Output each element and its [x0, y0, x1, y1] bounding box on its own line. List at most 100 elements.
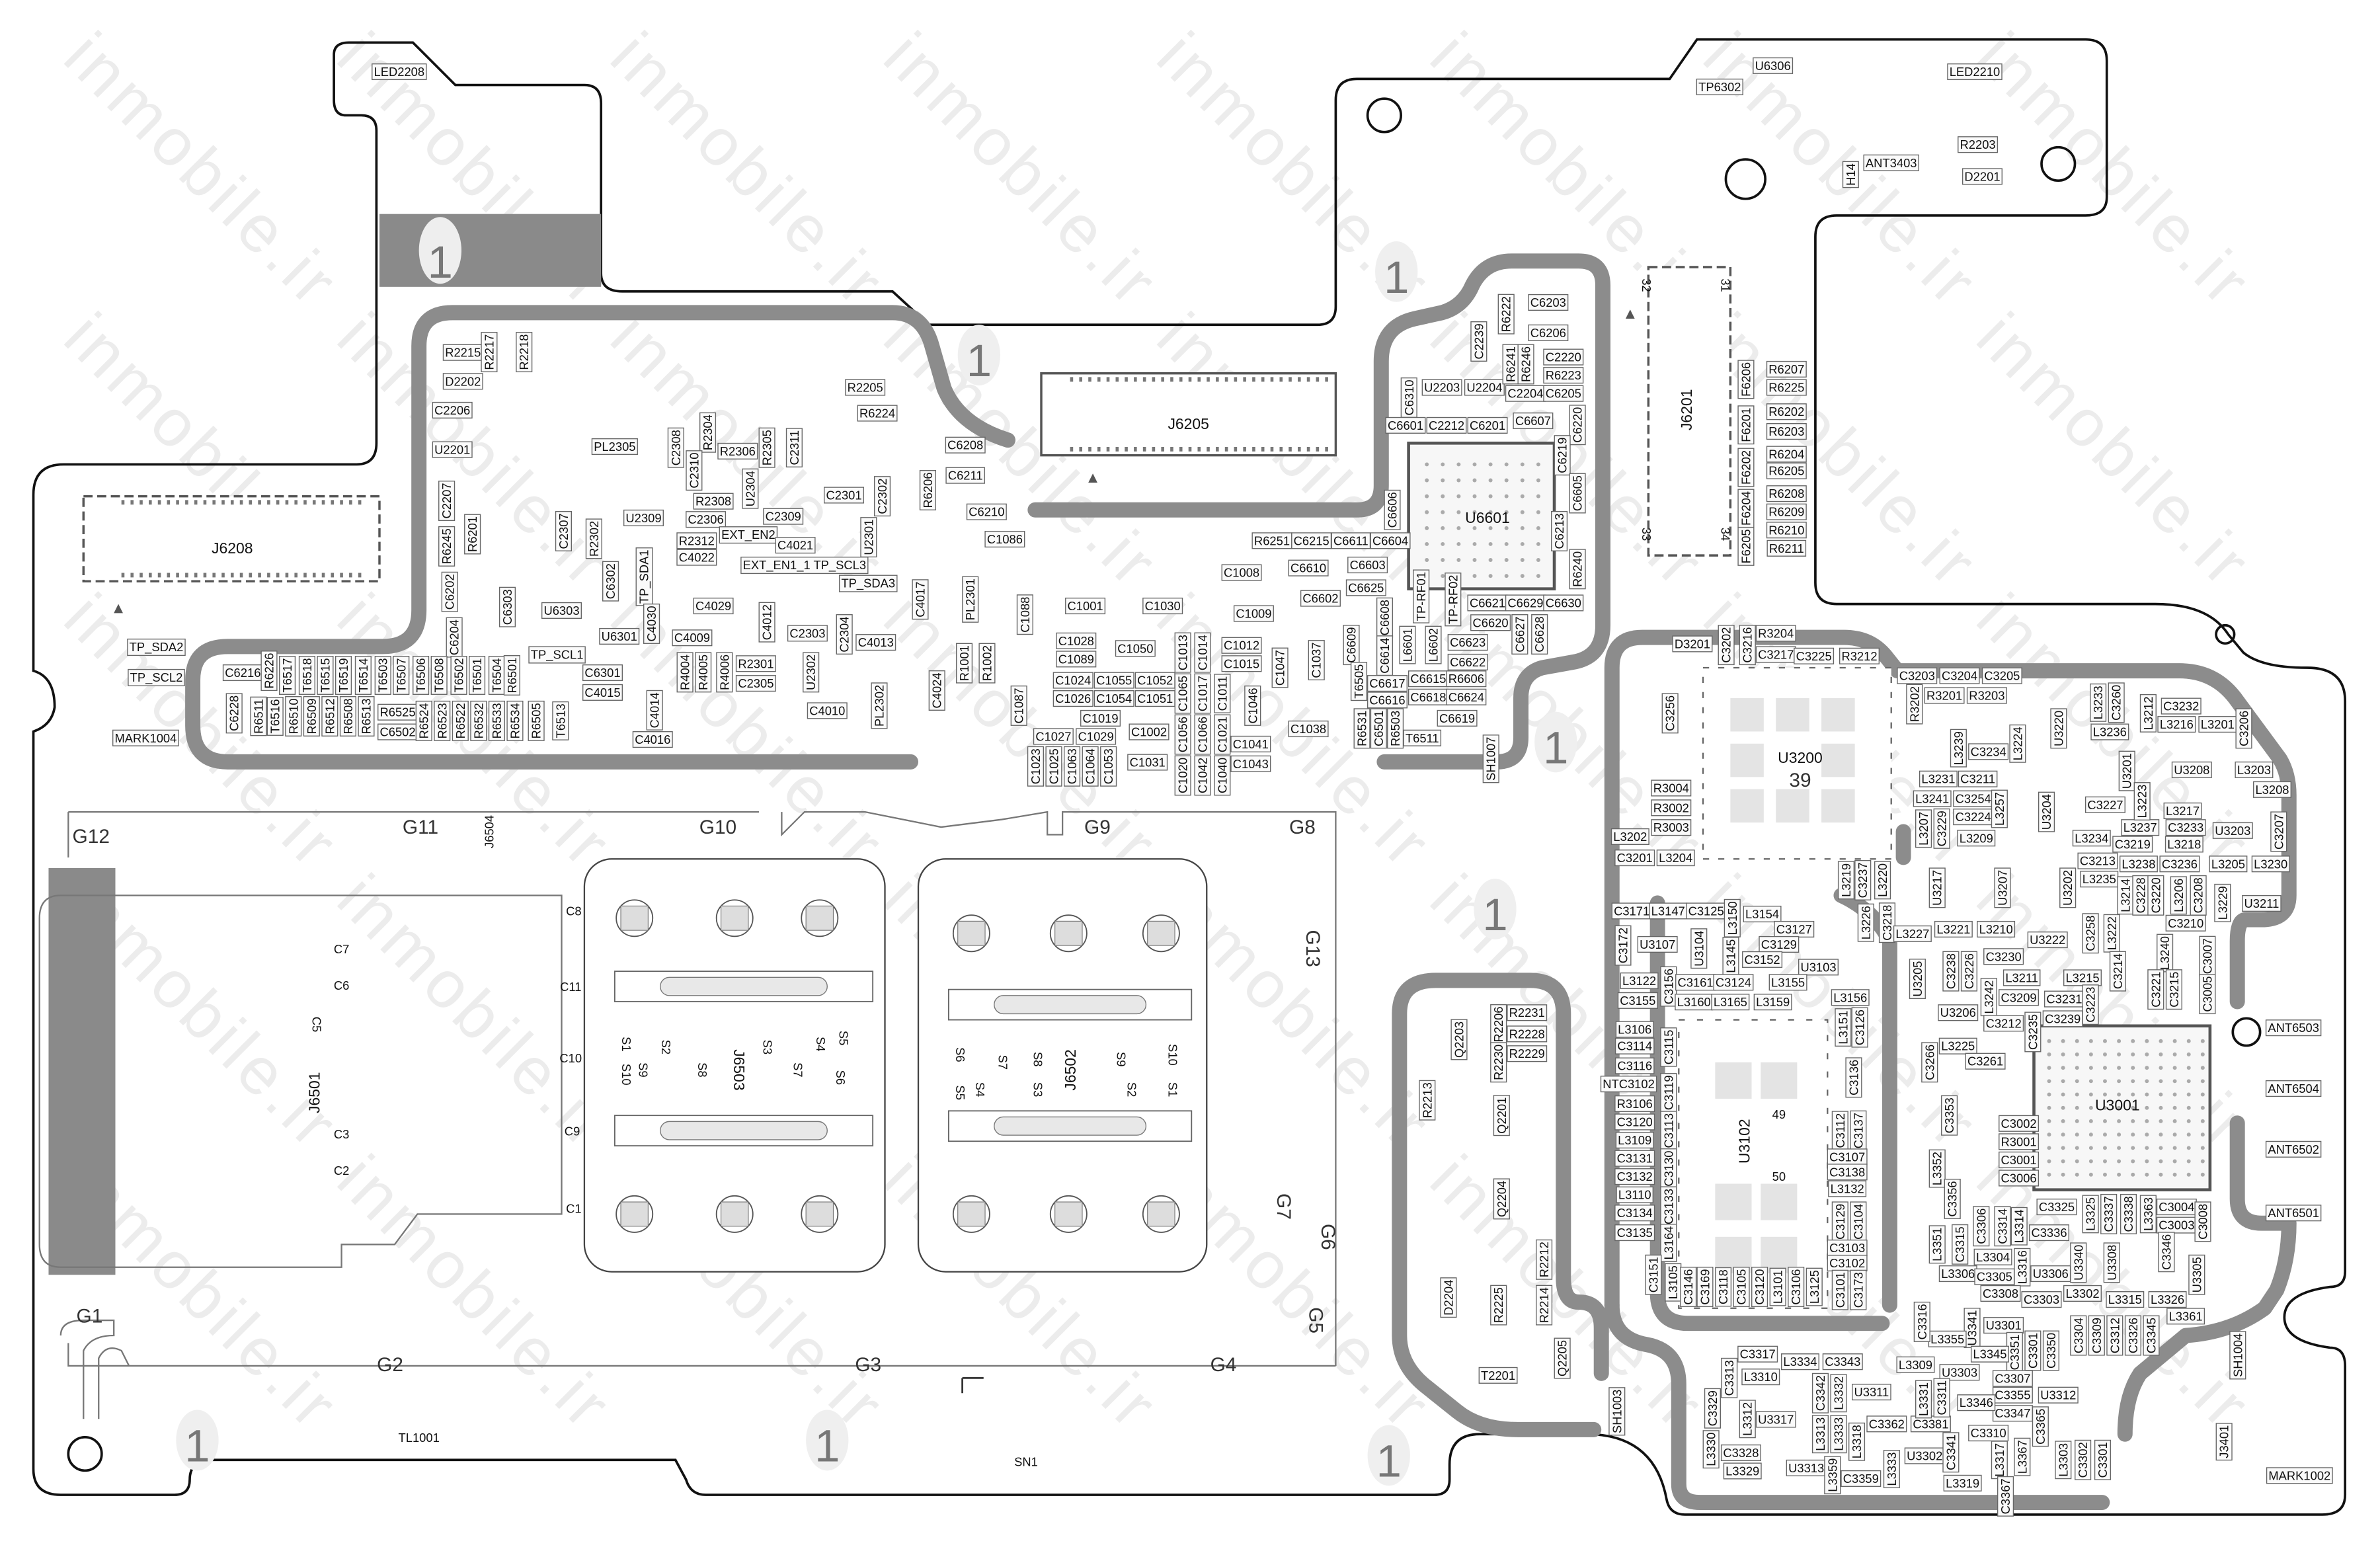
component: C3133: [1660, 1186, 1677, 1227]
component-outline: [2164, 836, 2203, 853]
component-ref-label: ANT6502: [2268, 1142, 2319, 1156]
component: L3310: [1741, 1369, 1780, 1386]
component-outline: [1938, 1037, 1977, 1054]
component-ref-label: C6210: [969, 505, 1004, 519]
component: C1041: [1230, 735, 1271, 752]
component-ref-label: L3207: [1917, 812, 1930, 846]
component-ref-label: C6618: [1410, 690, 1446, 704]
component-outline: [354, 656, 372, 695]
component-outline: [1554, 1337, 1571, 1379]
component-ref-label: R6226: [262, 653, 276, 689]
component-outline: [1742, 951, 1783, 968]
component-ref-label: C1020: [1176, 758, 1190, 793]
component-outline: [1543, 367, 1584, 384]
component: L3215: [2063, 969, 2102, 986]
component-ref-label: L3221: [1936, 922, 1970, 936]
component-ref-label: ANT6501: [2268, 1206, 2319, 1220]
component-ref-label: C1053: [1101, 748, 1115, 784]
component-outline: [2120, 1193, 2137, 1234]
component-outline: [285, 696, 302, 736]
component: C3156: [1660, 966, 1677, 1007]
component-outline: [1614, 1150, 1655, 1167]
component-ref-label: R2206: [1491, 1006, 1505, 1042]
component-ref-label: L3159: [1756, 995, 1790, 1009]
component-ref-label: C1001: [1068, 599, 1103, 613]
component-ref-label: C6628: [1532, 616, 1546, 652]
marker-circle: [418, 217, 461, 284]
component-ref-label: C3146: [1681, 1269, 1695, 1305]
component: C3120: [1614, 1113, 1655, 1131]
component-ref-label: NTC3102: [1603, 1077, 1655, 1091]
component: L3205: [2209, 855, 2248, 873]
component: T6505: [1350, 662, 1368, 701]
component-ref-label: C6205: [1546, 387, 1581, 401]
component-outline: [321, 696, 338, 736]
component-ref-label: C6607: [1515, 414, 1551, 428]
component-outline: [1839, 647, 1880, 664]
component-ref-label: C3359: [1843, 1472, 1879, 1486]
component-ref-label: C6602: [1302, 592, 1338, 606]
watermark-text: inmobile.ir: [1963, 299, 2266, 602]
component-ref-label: R2302: [587, 521, 601, 557]
component-ref-label: R2205: [848, 380, 883, 394]
component-outline: [1614, 850, 1655, 867]
component-ref-label: C2220: [1546, 350, 1581, 364]
component-ref-label: L3233: [2091, 686, 2105, 719]
component-outline: [693, 597, 734, 615]
component-ref-label: L3204: [1659, 851, 1692, 865]
component-outline: [2024, 1012, 2042, 1053]
component-ref-label: C3254: [1956, 792, 1991, 806]
component-ref-label: C1088: [1018, 597, 1032, 633]
component-outline: [1994, 1206, 2011, 1247]
component-ref-label: U2309: [625, 511, 661, 525]
component-ref-label: L3225: [1941, 1039, 1975, 1053]
component-ref-label: C4009: [674, 631, 710, 645]
component-ref-label: C6202: [443, 574, 457, 610]
component-ref-label: R6240: [1571, 551, 1585, 587]
component-ref-label: L3214: [2118, 879, 2132, 912]
component-outline: [2059, 867, 2077, 908]
component: T6511: [1403, 729, 1442, 746]
chip-u6601: U6601: [1407, 441, 1556, 590]
component: C3205: [1981, 667, 2022, 684]
component-ref-label: L3352: [1930, 1152, 1944, 1185]
component-ref-label: R6524: [417, 703, 431, 738]
component-ref-label: L3236: [2093, 725, 2127, 739]
component-outline: [1737, 526, 1755, 566]
component: U3203: [2212, 822, 2253, 839]
component-ref-label: U3201: [2120, 753, 2134, 789]
ground-label: G13: [1302, 930, 1324, 967]
component-ref-label: L3223: [2135, 784, 2149, 818]
component: L3325: [2082, 1195, 2099, 1234]
component-ref-label: C6208: [947, 438, 983, 452]
component: C3215: [2165, 969, 2182, 1010]
component: R2229: [1507, 1045, 1548, 1062]
watermark-text: inmobile.ir: [870, 19, 1173, 321]
component-ref-label: L3217: [2166, 804, 2200, 818]
component: L3239: [1950, 729, 1967, 768]
sim-contact-label: S9: [636, 1062, 650, 1077]
component-outline: [860, 517, 877, 558]
component: R2306: [717, 442, 758, 459]
j6501-label: J6501: [306, 1072, 323, 1113]
component: H14: [1842, 161, 1859, 188]
sd-card-contact-bar: [48, 868, 116, 1275]
component-ref-label: C3356: [1946, 1181, 1960, 1216]
j6504-label: J6504: [482, 815, 496, 848]
component-ref-label: C3131: [1617, 1152, 1653, 1166]
component: C3342: [1811, 1372, 1829, 1413]
component: TP-RF01: [1413, 569, 1430, 623]
component-ref-label: T6515: [318, 658, 332, 692]
component-outline: [2082, 984, 2099, 1025]
component-ref-label: C2206: [434, 403, 470, 417]
component-outline: [1033, 728, 1074, 745]
component-ref-label: C6624: [1448, 690, 1484, 704]
component-outline: [2159, 855, 2200, 873]
component: C1029: [1076, 728, 1117, 745]
component: F6204: [1737, 489, 1755, 528]
component: C4024: [928, 670, 945, 711]
component-outline: [599, 627, 640, 645]
component: T6516: [266, 697, 284, 736]
component-outline: [667, 427, 684, 468]
shield-frame-left: [185, 305, 1015, 770]
